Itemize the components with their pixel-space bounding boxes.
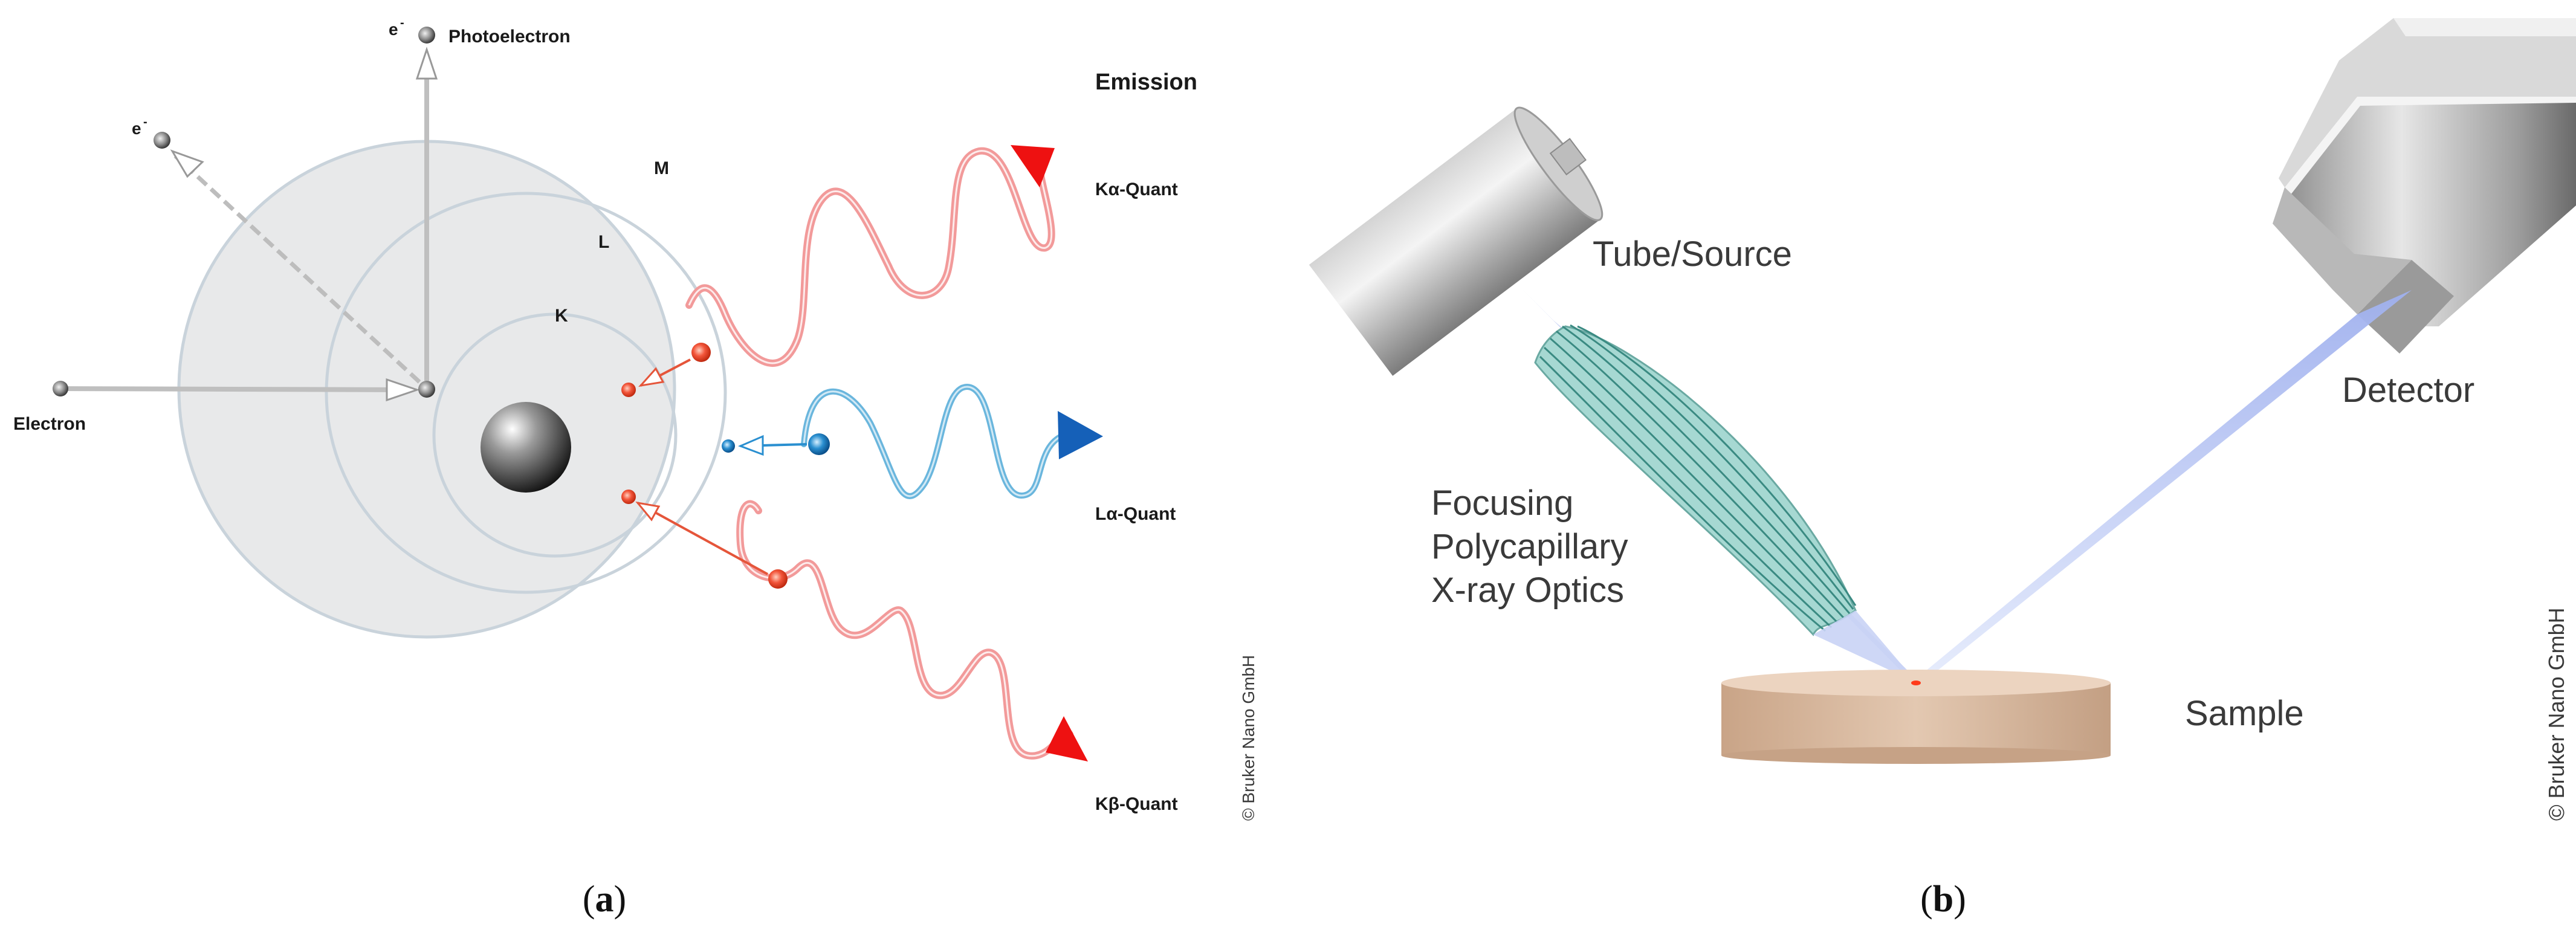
photoelectron-dot	[418, 27, 435, 44]
scattered-electron-track	[173, 154, 421, 384]
k-beta-transition	[637, 502, 768, 575]
caption-b: (b)	[1920, 879, 1966, 920]
panel-a: e - Photoelectron e - Electron M L K Emi…	[13, 16, 1258, 920]
l-shell-vacancy	[722, 439, 735, 453]
shell-k-label: K	[555, 306, 568, 326]
k-shell-vacancy-2	[621, 490, 636, 504]
k-alpha-label: Kα-Quant	[1095, 179, 1178, 199]
sample-label: Sample	[2185, 694, 2304, 733]
electron-dot	[53, 381, 68, 396]
k-beta-arrowhead	[1046, 716, 1088, 762]
scattered-arrowhead	[170, 149, 204, 178]
e-minus-top-sup: -	[400, 16, 404, 30]
photoelectron-label: Photoelectron	[448, 27, 571, 47]
k-alpha-electron	[691, 343, 711, 362]
optics-label-2: Polycapillary	[1431, 527, 1628, 566]
tube-label: Tube/Source	[1593, 234, 1792, 274]
shell-l	[325, 192, 727, 594]
l-alpha-wave	[801, 383, 1067, 499]
sample-disk	[1721, 670, 2111, 764]
shell-l-label: L	[598, 232, 609, 252]
incoming-arrowhead	[386, 378, 420, 402]
k-shell-vacancy-1	[621, 383, 636, 397]
shell-m-label: M	[654, 158, 669, 178]
detector	[2273, 18, 2576, 354]
k-beta-wave	[736, 500, 1073, 760]
focused-beam	[1813, 610, 1917, 683]
l-alpha-label: Lα-Quant	[1095, 504, 1176, 524]
electron-label: Electron	[13, 414, 86, 434]
caption-a: (a)	[583, 879, 626, 920]
e-minus-left: e	[132, 119, 141, 138]
scattered-electron-dot	[154, 132, 170, 149]
tube-source	[1309, 106, 1604, 376]
atom-electron	[418, 381, 435, 398]
k-beta-electron	[768, 569, 788, 589]
polycapillary-optics	[1534, 325, 1857, 636]
photoelectron-arrowhead	[415, 47, 438, 80]
panel-b: Tube/Source Detector Focus	[1309, 18, 2576, 920]
capillary-lines	[1539, 324, 1857, 632]
e-minus-top: e	[389, 20, 398, 39]
copyright-a: © Bruker Nano GmbH	[1239, 655, 1258, 821]
e-minus-left-sup: -	[143, 115, 147, 129]
shell-k	[432, 312, 678, 558]
k-beta-label: Kβ-Quant	[1095, 794, 1178, 814]
l-alpha-electron	[808, 433, 830, 455]
sample-focus-spot	[1911, 681, 1921, 685]
incoming-electron-track	[60, 386, 412, 392]
optics-label-3: X-ray Optics	[1431, 571, 1624, 610]
nucleus	[481, 402, 571, 493]
k-alpha-arrowhead	[1011, 145, 1055, 187]
emission-label: Emission	[1095, 70, 1197, 95]
detector-beam	[1911, 290, 2412, 683]
copyright-b: © Bruker Nano GmbH	[2544, 607, 2569, 821]
l-alpha-arrowhead	[1058, 411, 1103, 459]
k-alpha-wave	[685, 147, 1055, 367]
optics-label-1: Focusing	[1431, 483, 1573, 523]
detector-label: Detector	[2342, 370, 2474, 410]
